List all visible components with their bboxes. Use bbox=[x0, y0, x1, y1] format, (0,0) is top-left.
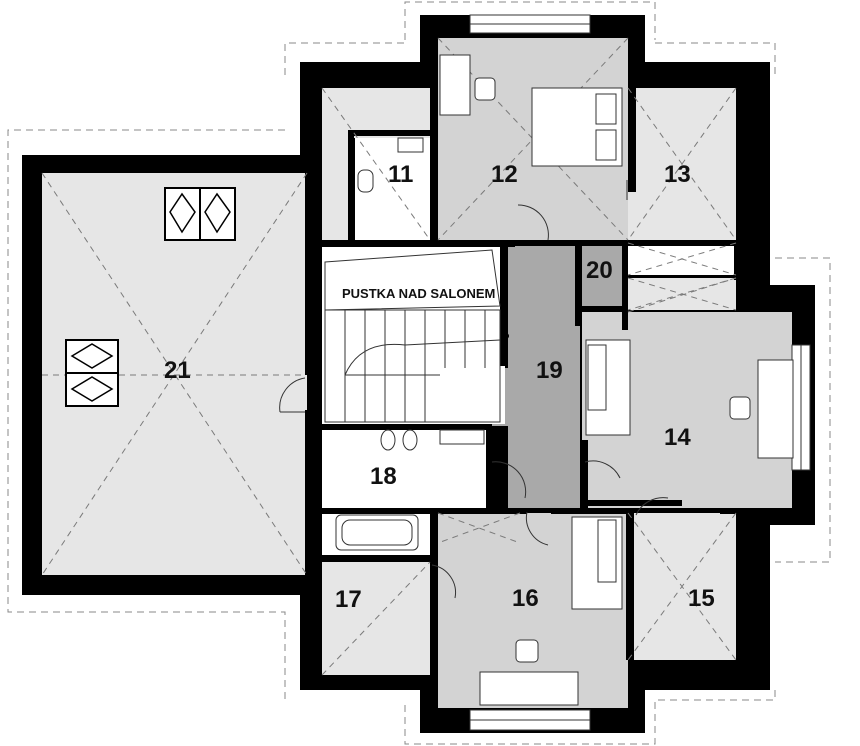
void-label: PUSTKA NAD SALONEM bbox=[342, 286, 495, 301]
skylight-group-left bbox=[65, 339, 119, 407]
room-20-label: 20 bbox=[586, 257, 613, 284]
room-17-label: 17 bbox=[335, 586, 362, 613]
staircase bbox=[324, 309, 509, 423]
washbasin-18 bbox=[439, 429, 485, 445]
room-20-floor bbox=[582, 246, 627, 308]
room-19-label: 19 bbox=[536, 357, 563, 384]
roof-outline bbox=[7, 1, 831, 745]
room-12-label: 12 bbox=[491, 161, 518, 188]
room-16-label: 16 bbox=[512, 585, 539, 612]
room-labels: 11 12 13 20 21 19 14 18 17 16 15 bbox=[164, 161, 715, 613]
room-14-label: 14 bbox=[664, 424, 691, 451]
windows bbox=[469, 14, 811, 731]
desk-12 bbox=[439, 54, 471, 116]
interior-walls bbox=[305, 62, 740, 675]
doors bbox=[279, 180, 669, 599]
room-13-label: 13 bbox=[664, 161, 691, 188]
room-21-label: 21 bbox=[164, 357, 191, 384]
room-19-floor bbox=[508, 246, 580, 508]
stair-post bbox=[503, 333, 509, 339]
desk-16 bbox=[479, 671, 579, 706]
desk-14 bbox=[757, 359, 794, 459]
hall-11-side-floor bbox=[322, 88, 352, 240]
room-15-label: 15 bbox=[688, 585, 715, 612]
skylight-group-top bbox=[164, 187, 236, 241]
void-area: PUSTKA NAD SALONEM bbox=[324, 249, 501, 311]
room-11-label: 11 bbox=[388, 161, 413, 188]
furniture bbox=[335, 54, 794, 706]
room-18-label: 18 bbox=[370, 463, 397, 490]
toilet-11 bbox=[357, 169, 374, 193]
